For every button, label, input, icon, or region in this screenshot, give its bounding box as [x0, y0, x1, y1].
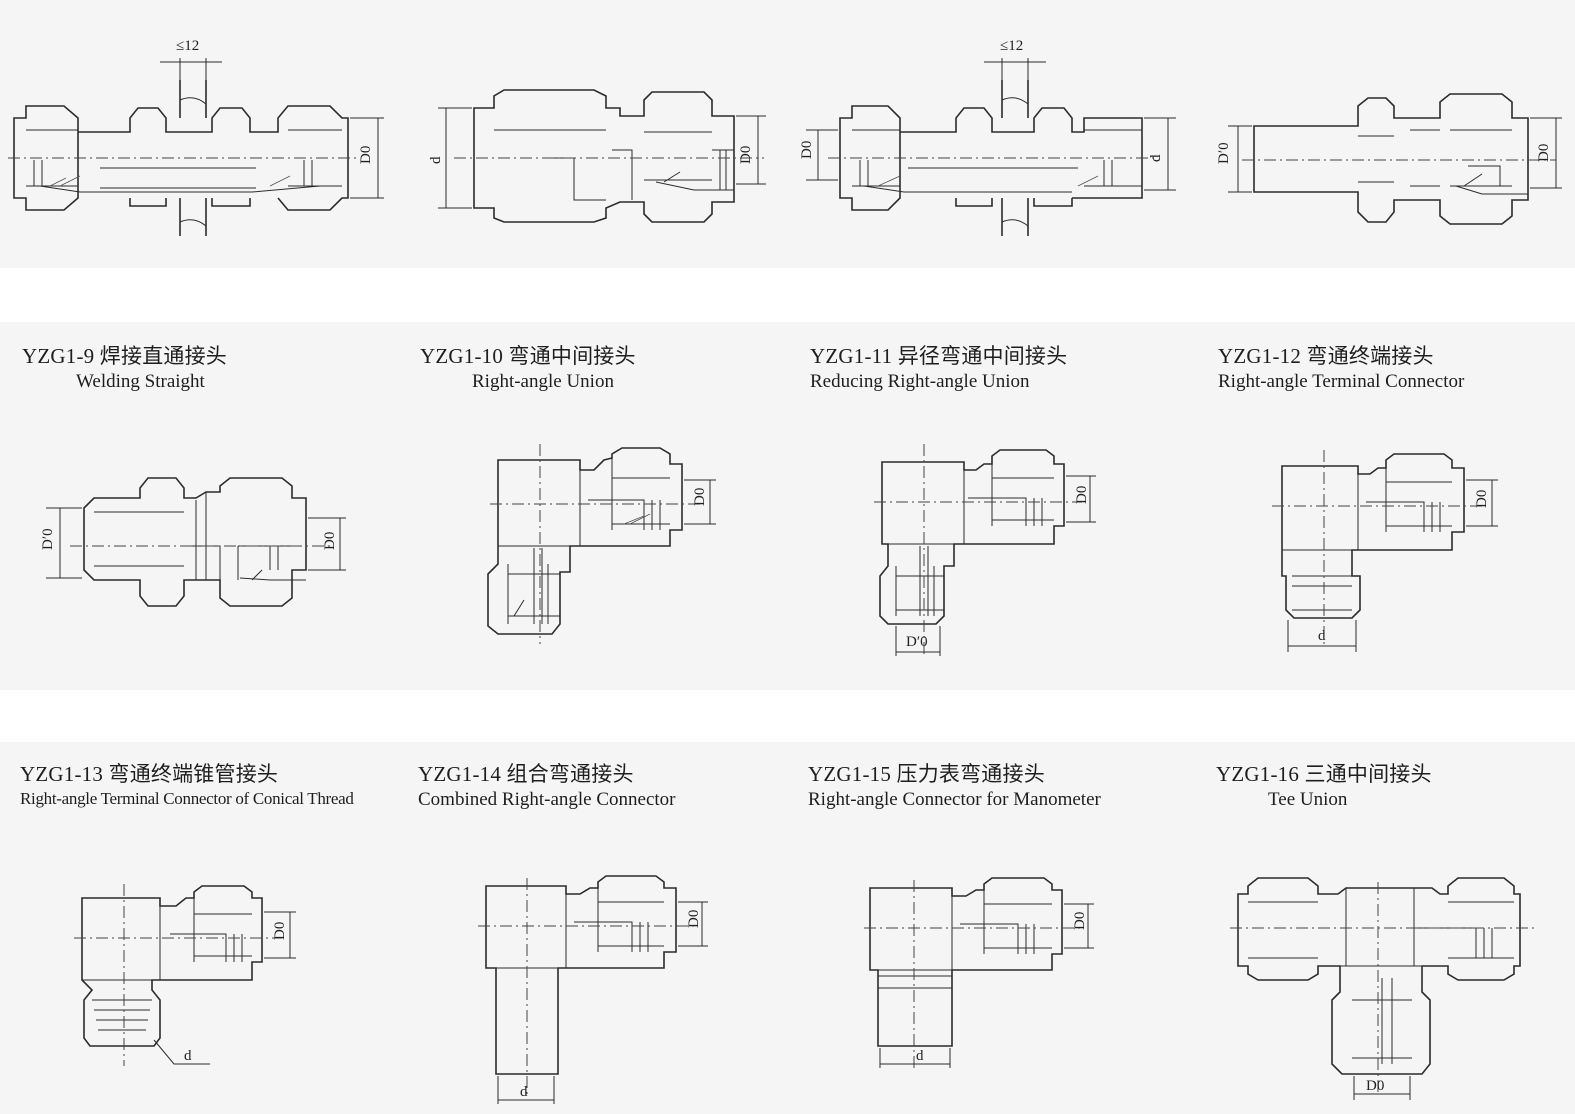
- band-middle: [0, 322, 1575, 690]
- drawing-yzg1-16: D0: [1230, 877, 1538, 1100]
- dim-label-1: D′0: [40, 528, 56, 550]
- dim-label-1: ≤12: [176, 38, 199, 54]
- item-english-name: Right-angle Terminal Connector of Conica…: [20, 789, 354, 808]
- dim-label-1: D0: [692, 488, 708, 506]
- fitting-outline: [83, 477, 307, 607]
- fitting-outline: [485, 875, 677, 1075]
- item-code: YZG1-13 弯通终端锥管接头: [20, 762, 279, 786]
- drawing-yzg1-11: D0 D′0: [874, 444, 1096, 656]
- item-english-name: Reducing Right-angle Union: [810, 371, 1030, 392]
- top-drawing-1: ≤12 D0: [8, 38, 384, 236]
- item-english-name: Combined Right-angle Connector: [418, 789, 676, 810]
- item-code: YZG1-16 三通中间接头: [1216, 762, 1432, 786]
- dim-label-1: D0: [1072, 912, 1088, 930]
- dim-label-2: D0: [358, 146, 374, 164]
- item-code: YZG1-14 组合弯通接头: [418, 762, 634, 786]
- drawing-yzg1-14: D0 d: [478, 875, 708, 1104]
- item-code: YZG1-15 压力表弯通接头: [808, 762, 1045, 786]
- fitting-outline: [1237, 877, 1521, 1075]
- item-english-name: Right-angle Connector for Manometer: [808, 789, 1101, 810]
- fitting-outline: [473, 89, 735, 223]
- fitting-outline: [487, 447, 683, 635]
- item-english-name: Welding Straight: [76, 371, 205, 392]
- item-code: YZG1-11 异径弯通中间接头: [810, 344, 1068, 368]
- dim-label-3: d: [1148, 154, 1164, 162]
- fitting-outline: [879, 449, 1065, 625]
- band-top: [0, 0, 1575, 268]
- fitting-outline: [13, 80, 349, 236]
- dim-label-2: d: [916, 1048, 924, 1064]
- fitting-outline: [1253, 93, 1529, 225]
- drawing-yzg1-12: D0 d: [1272, 450, 1498, 652]
- dim-label-1: D0: [1074, 486, 1090, 504]
- dim-label-2: D′0: [906, 634, 928, 650]
- drawing-yzg1-15: D0 d: [864, 877, 1094, 1068]
- item-code: YZG1-10 弯通中间接头: [420, 344, 636, 368]
- dim-label-1: D0: [1474, 490, 1490, 508]
- dim-label-1: ≤12: [1000, 38, 1023, 54]
- dim-label-2: d: [1318, 628, 1326, 644]
- fitting-outline: [839, 80, 1143, 236]
- dim-label-1: D0: [1366, 1078, 1384, 1094]
- drawing-yzg1-10: D0: [487, 444, 716, 644]
- item-english-name: Right-angle Union: [472, 371, 614, 392]
- dim-label-1: D′0: [1216, 142, 1232, 164]
- dim-label-2: D0: [738, 146, 754, 164]
- dim-label-1: D0: [686, 910, 702, 928]
- top-drawing-3: ≤12 D0 d: [799, 38, 1176, 236]
- dim-label-1: D0: [272, 922, 288, 940]
- fitting-outline: [81, 885, 263, 1047]
- top-drawing-4: D′0 D0: [1216, 93, 1562, 225]
- dim-label-1: d: [428, 156, 444, 164]
- dim-label-2: D0: [322, 532, 338, 550]
- item-english-name: Right-angle Terminal Connector: [1218, 371, 1465, 392]
- dim-label-2: D0: [1536, 144, 1552, 162]
- dim-label-2: d: [184, 1048, 192, 1064]
- drawing-yzg1-13: D0 d: [74, 884, 296, 1066]
- fitting-outline: [1281, 453, 1465, 619]
- item-english-name: Tee Union: [1268, 789, 1348, 810]
- drawing-yzg1-9: D′0 D0: [40, 477, 346, 607]
- top-drawing-2: d D0: [428, 89, 766, 223]
- item-code: YZG1-9 焊接直通接头: [22, 344, 228, 368]
- item-code: YZG1-12 弯通终端接头: [1218, 344, 1434, 368]
- fitting-outline: [869, 877, 1063, 1047]
- dim-label-2: D0: [799, 141, 815, 159]
- dim-label-2: d: [520, 1084, 528, 1100]
